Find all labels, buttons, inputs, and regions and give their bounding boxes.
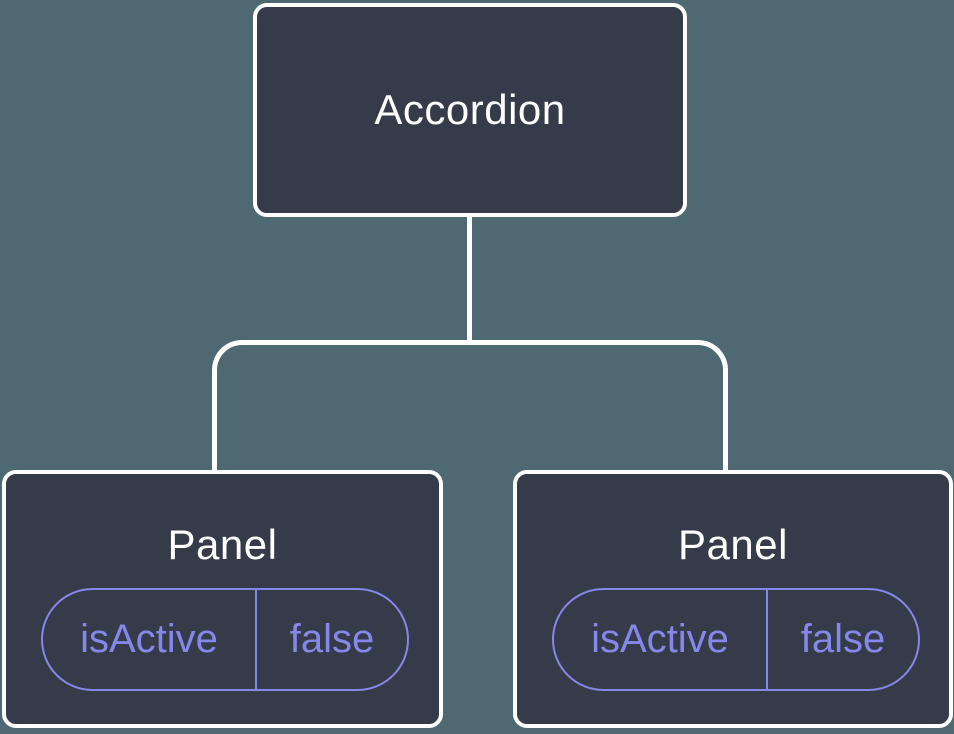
prop-value: false — [800, 617, 886, 661]
panel-node-label: Panel — [678, 521, 788, 568]
connector-stem — [467, 214, 472, 344]
connector-branch — [212, 340, 728, 472]
pill-divider — [255, 590, 257, 689]
prop-value: false — [289, 617, 375, 661]
prop-name: isActive — [591, 617, 729, 661]
panel-node-right: Panel isActive false — [513, 470, 953, 728]
prop-pill: isActive false — [41, 588, 409, 691]
accordion-node-label: Accordion — [374, 86, 566, 133]
accordion-node: Accordion — [253, 3, 687, 217]
panel-node-left: Panel isActive false — [2, 470, 443, 728]
pill-divider — [766, 590, 768, 689]
prop-pill: isActive false — [552, 588, 920, 691]
prop-name: isActive — [80, 617, 218, 661]
panel-node-label: Panel — [167, 521, 278, 568]
